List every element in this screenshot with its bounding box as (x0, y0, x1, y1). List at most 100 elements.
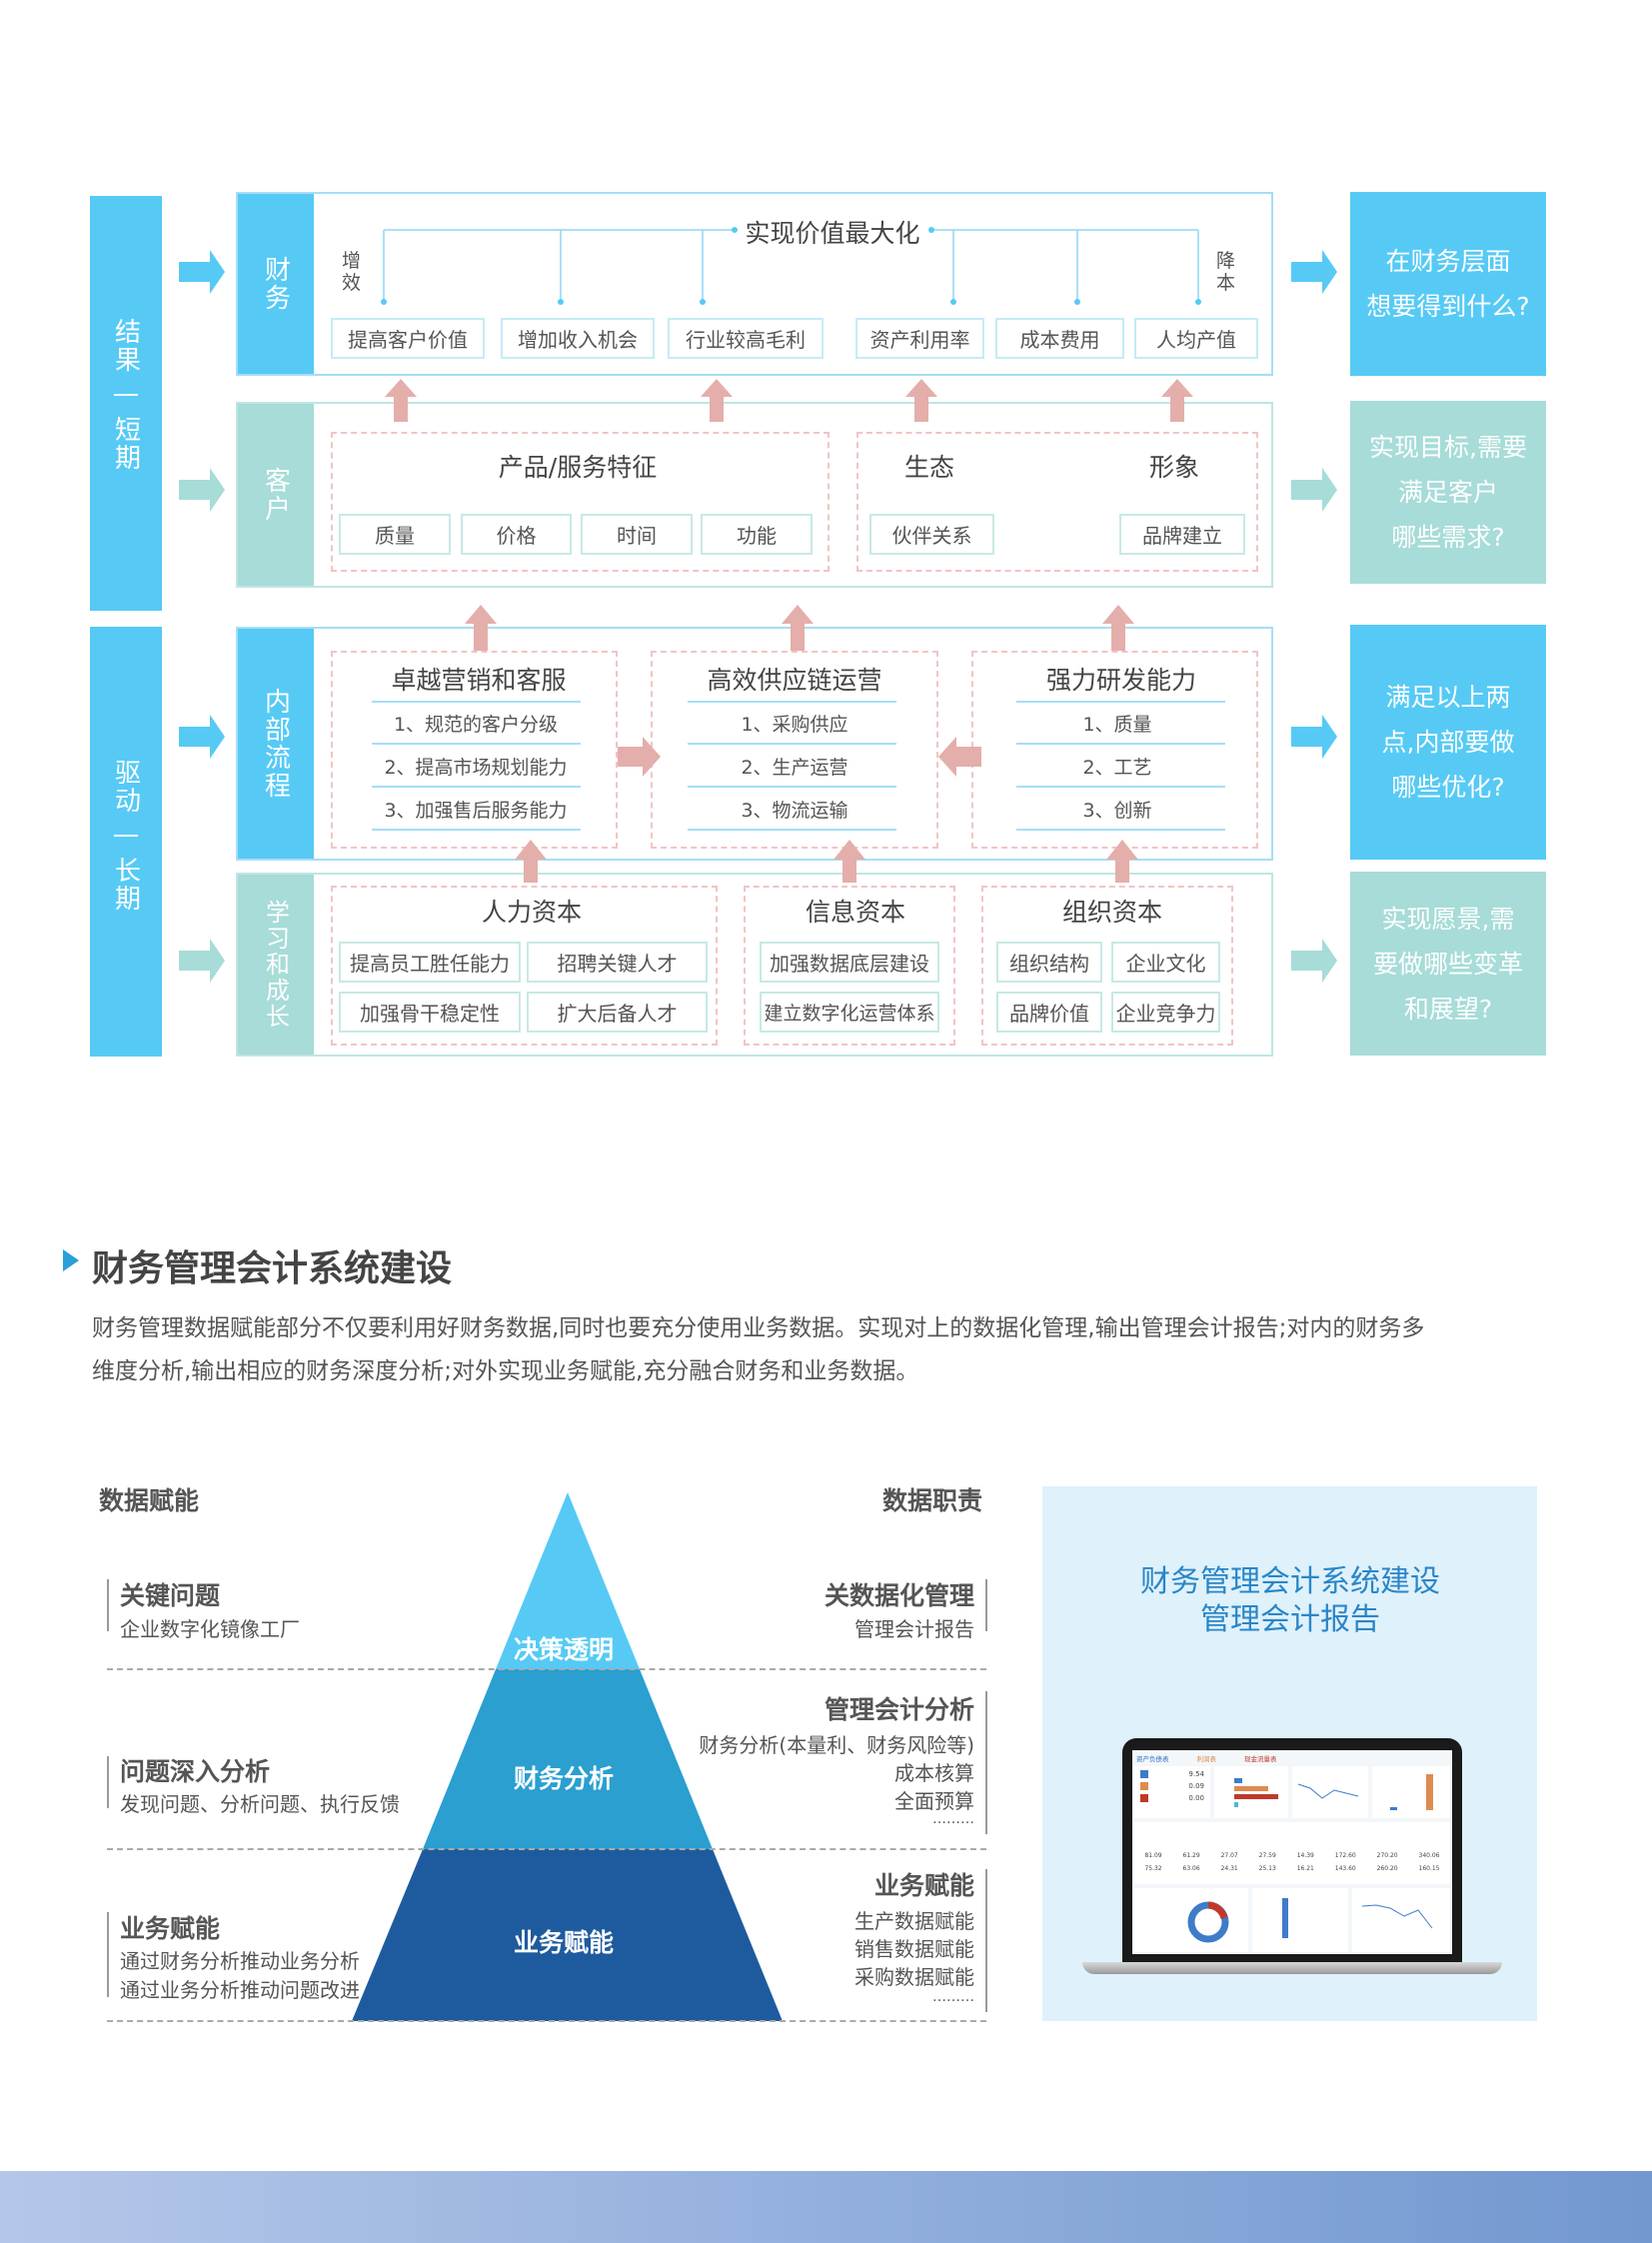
right-note-line: 销售数据赋能 (854, 1937, 974, 1961)
level-divider (107, 1668, 986, 1670)
metric-value: 160.15 (1418, 1865, 1440, 1872)
internal-group-title: 高效供应链运营 (707, 666, 882, 695)
dashboard-tab: 利润表 (1196, 1755, 1217, 1763)
arrow-up-icon (385, 379, 1193, 883)
band-label-top: 驱动 (110, 759, 141, 815)
finance-item: 提高客户价值 (331, 318, 485, 359)
metric-value: 270.20 (1376, 1852, 1398, 1859)
note-bar (107, 1912, 109, 1997)
question-line: 想要得到什么? (1366, 292, 1530, 321)
learning-item: 组织结构 (996, 942, 1102, 983)
metric-value: 14.39 (1296, 1852, 1314, 1859)
customer-group-title: 生态 (903, 453, 955, 482)
customer-item: 品牌建立 (1119, 514, 1245, 555)
question-line: 哪些需求? (1391, 523, 1505, 552)
finance-right-tag: 降本 (1216, 250, 1236, 294)
learning-group (981, 886, 1233, 1046)
internal-group (331, 651, 618, 849)
pyramid-level-top (496, 1492, 640, 1669)
pyramid-left-header: 数据赋能 (99, 1486, 200, 1515)
footer-band (0, 2171, 1652, 2243)
metric-value: 75.32 (1144, 1865, 1162, 1872)
question-line: 满足以上两 (1385, 683, 1511, 712)
question-line: 实现愿景,需 (1381, 904, 1515, 934)
metric-value: 340.06 (1418, 1852, 1440, 1859)
pyramid-level-middle (423, 1669, 713, 1849)
customer-group-title: 产品/服务特征 (498, 453, 658, 482)
right-note-line: 采购数据赋能 (854, 1965, 974, 1989)
left-note-line: 通过财务分析推动业务分析 (120, 1949, 360, 1973)
right-note-line: 财务分析(本量利、财务风险等) (699, 1733, 974, 1757)
metric-value: 81.09 (1144, 1852, 1162, 1859)
left-note-line: 通过业务分析推动问题改进 (120, 1978, 360, 2002)
customer-group-title: 形象 (1148, 453, 1200, 482)
metric-value: 63.06 (1182, 1865, 1200, 1872)
learning-group (331, 886, 718, 1046)
arrow-right-icon (179, 250, 1337, 983)
band-label-bottom: 短期 (110, 416, 141, 472)
band-label-bottom: 长期 (110, 857, 141, 913)
finance-left-tag: 增效 (342, 250, 362, 294)
learning-growth-label: 学习和成长 (238, 875, 314, 1055)
finance-label: 财务 (238, 194, 314, 374)
kpi-value: 9.54 (1188, 1770, 1204, 1778)
left-note-line: 发现问题、分析问题、执行反馈 (120, 1792, 400, 1816)
learning-item: 招聘关键人才 (527, 942, 708, 983)
dashboard-tab: 资产负债表 (1136, 1755, 1169, 1763)
customer-label: 客户 (238, 404, 314, 586)
internal-item: 1、质量 (1082, 714, 1152, 736)
section-paragraph-line: 财务管理数据赋能部分不仅要利用好财务数据,同时也要充分使用业务数据。实现对上的数… (92, 1315, 1425, 1341)
internal-item: 2、工艺 (1082, 757, 1152, 779)
note-bar (985, 1579, 987, 1631)
customer-question: 实现目标,需要 满足客户 哪些需求? (1350, 401, 1546, 584)
internal-group-title: 卓越营销和客服 (391, 666, 567, 695)
internal-process-label: 内部流程 (238, 629, 314, 859)
learning-item: 企业竞争力 (1111, 992, 1220, 1033)
learning-group-title: 信息资本 (805, 898, 906, 927)
internal-item: 2、生产运营 (741, 757, 848, 779)
internal-question: 满足以上两 点,内部要做 哪些优化? (1350, 625, 1546, 860)
laptop-base (1082, 1962, 1502, 1974)
metric-value: 143.60 (1334, 1865, 1356, 1872)
metric-value: 61.29 (1182, 1852, 1200, 1859)
panel-title: 财务管理会计系统建设 (1140, 1564, 1440, 1599)
learning-item: 提高员工胜任能力 (339, 942, 521, 983)
left-note-title: 关键问题 (120, 1581, 221, 1610)
question-line: 要做哪些变革 (1372, 949, 1523, 979)
dashboard-tab: 现金流量表 (1244, 1755, 1277, 1763)
internal-item: 2、提高市场规划能力 (384, 757, 568, 779)
right-note-line: 生产数据赋能 (854, 1909, 974, 1933)
finance-item: 成本费用 (995, 318, 1124, 359)
metric-value: 172.60 (1334, 1852, 1356, 1859)
question-line: 哪些优化? (1391, 773, 1505, 802)
learning-item: 企业文化 (1111, 942, 1220, 983)
learning-item: 建立数字化运营体系 (760, 992, 939, 1033)
customer-item: 伙伴关系 (869, 514, 994, 555)
learning-item: 扩大后备人才 (527, 992, 708, 1033)
arrow-right-icon (618, 737, 661, 777)
customer-item: 时间 (581, 514, 693, 555)
level-divider (107, 1848, 986, 1850)
right-note-title: 业务赋能 (873, 1871, 974, 1900)
metric-value: 16.21 (1296, 1865, 1314, 1872)
finance-item: 行业较高毛利 (668, 318, 824, 359)
learning-item: 加强骨干稳定性 (339, 992, 521, 1033)
note-bar (985, 1691, 987, 1834)
left-note-line: 企业数字化镜像工厂 (120, 1617, 300, 1641)
note-bar (985, 1869, 987, 2012)
kpi-value: 0.09 (1188, 1782, 1204, 1790)
pink-arrows (385, 379, 1193, 883)
customer-item: 价格 (461, 514, 572, 555)
arrow-left-icon (938, 737, 981, 777)
internal-item: 3、物流运输 (741, 800, 848, 822)
internal-item: 3、创新 (1082, 800, 1152, 822)
level-divider (107, 2020, 986, 2022)
learning-group-title: 组织资本 (1061, 898, 1163, 927)
right-note-title: 管理会计分析 (824, 1695, 974, 1724)
pyramid-level-label: 财务分析 (513, 1764, 615, 1793)
finance-item: 增加收入机会 (501, 318, 655, 359)
internal-item: 1、采购供应 (741, 714, 848, 736)
question-line: 点,内部要做 (1381, 728, 1515, 757)
metric-value: 260.20 (1376, 1865, 1398, 1872)
